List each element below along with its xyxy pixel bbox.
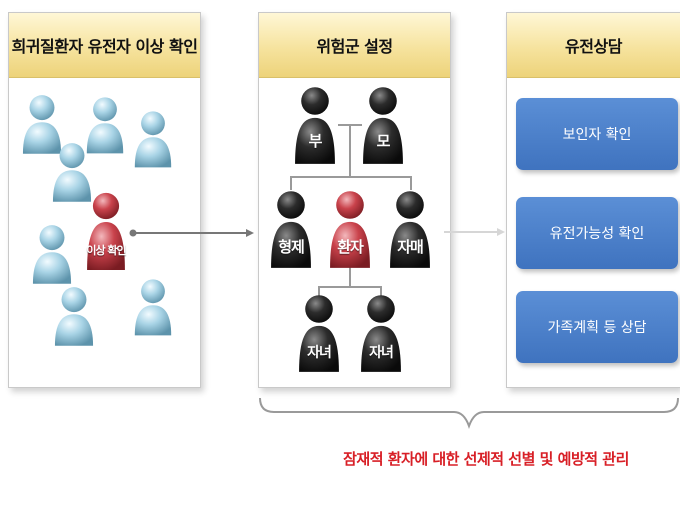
tree-line-siblings bbox=[290, 176, 412, 178]
person-icon bbox=[271, 191, 311, 268]
person-icon bbox=[390, 191, 430, 268]
tree-line-left-drop bbox=[290, 176, 292, 190]
tree-line-patient-drop bbox=[349, 262, 351, 286]
person-icon bbox=[134, 111, 172, 168]
step-heritability-check: 유전가능성 확인 bbox=[516, 197, 678, 269]
panel-detect: 희귀질환자 유전자 이상 확인 bbox=[8, 12, 201, 388]
person-father: 부 bbox=[292, 84, 338, 164]
person-child-2: 자녀 bbox=[358, 292, 404, 372]
person-patient: 환자 bbox=[327, 188, 373, 268]
person-sister-label: 자매 bbox=[397, 238, 424, 256]
person-icon bbox=[32, 225, 72, 284]
person-mother: 모 bbox=[360, 84, 406, 164]
panel-counseling-title: 유전상담 bbox=[507, 13, 680, 78]
person-icon bbox=[295, 87, 335, 164]
person-child-1-label: 자녀 bbox=[307, 345, 332, 361]
abnormal-person-label: 이상 확인 bbox=[86, 244, 126, 257]
panel-detect-title: 희귀질환자 유전자 이상 확인 bbox=[9, 13, 200, 78]
tree-line-child2-drop bbox=[380, 286, 382, 298]
abnormal-person: 이상 확인 bbox=[84, 190, 128, 270]
person-icon bbox=[299, 295, 339, 372]
connector-arrow-faint bbox=[444, 228, 505, 236]
connector-arrow bbox=[129, 229, 254, 237]
tree-line-parents-drop bbox=[349, 124, 351, 176]
step-family-planning: 가족계획 등 상담 bbox=[516, 291, 678, 363]
tree-line-right-drop bbox=[410, 176, 412, 190]
person-icon bbox=[54, 287, 94, 346]
grouping-brace bbox=[259, 397, 679, 429]
person-icon bbox=[361, 295, 401, 372]
person-sister: 자매 bbox=[387, 188, 433, 268]
person-brother: 형제 bbox=[268, 188, 314, 268]
person-icon bbox=[52, 143, 92, 202]
person-icon bbox=[134, 279, 172, 336]
tree-line-child1-drop bbox=[318, 286, 320, 298]
person-icon bbox=[363, 87, 403, 164]
person-father-label: 부 bbox=[308, 132, 323, 150]
person-icon bbox=[87, 192, 125, 270]
footer-caption: 잠재적 환자에 대한 선제적 선별 및 예방적 관리 bbox=[343, 450, 629, 468]
person-patient-label: 환자 bbox=[337, 238, 364, 256]
person-child-1: 자녀 bbox=[296, 292, 342, 372]
step-carrier-check: 보인자 확인 bbox=[516, 98, 678, 170]
person-mother-label: 모 bbox=[376, 132, 391, 150]
tree-line-children bbox=[318, 286, 382, 288]
panel-risk-group-title: 위험군 설정 bbox=[259, 13, 450, 78]
person-icon bbox=[22, 95, 62, 154]
person-brother-label: 형제 bbox=[278, 238, 305, 256]
person-icon bbox=[330, 191, 370, 268]
person-child-2-label: 자녀 bbox=[369, 345, 394, 361]
person-icon bbox=[86, 97, 124, 154]
